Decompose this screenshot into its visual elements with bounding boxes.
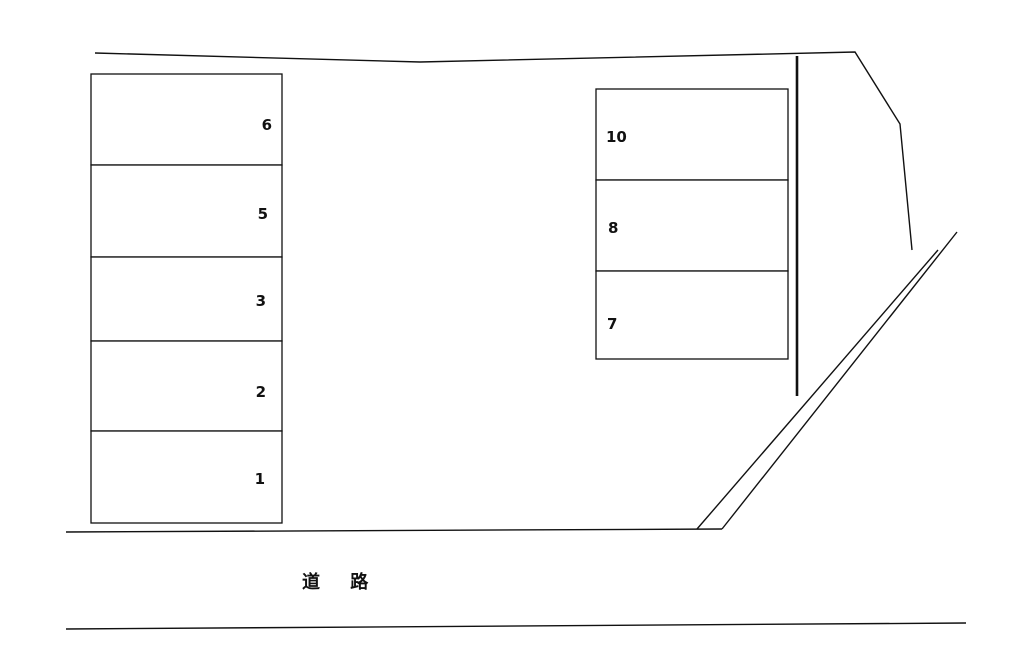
space-number-6: 6 bbox=[262, 116, 272, 134]
space-number-10: 10 bbox=[606, 128, 627, 146]
parking-space-10 bbox=[595, 88, 789, 181]
space-number-2: 2 bbox=[256, 383, 266, 401]
right-parking-row: 10 8 7 bbox=[595, 88, 789, 360]
space-number-8: 8 bbox=[608, 219, 618, 237]
left-parking-row: 6 5 3 2 1 bbox=[90, 73, 283, 524]
parking-space-7 bbox=[595, 270, 789, 360]
space-number-1: 1 bbox=[255, 470, 265, 488]
parking-space-5 bbox=[90, 164, 283, 258]
parking-space-3 bbox=[90, 256, 283, 342]
parking-space-8 bbox=[595, 179, 789, 272]
road-label: 道 路 bbox=[302, 571, 380, 593]
parking-space-6 bbox=[90, 73, 283, 166]
parking-space-2 bbox=[90, 340, 283, 432]
lot-boundary-bottom bbox=[65, 528, 723, 533]
lot-boundary-top bbox=[94, 51, 913, 251]
road-edge-bottom bbox=[65, 622, 967, 630]
space-number-5: 5 bbox=[258, 205, 268, 223]
space-number-3: 3 bbox=[256, 292, 266, 310]
parking-space-1 bbox=[90, 430, 283, 524]
diagonal-path-left bbox=[696, 249, 939, 530]
diagonal-path-right bbox=[721, 231, 958, 530]
space-number-7: 7 bbox=[607, 315, 617, 333]
